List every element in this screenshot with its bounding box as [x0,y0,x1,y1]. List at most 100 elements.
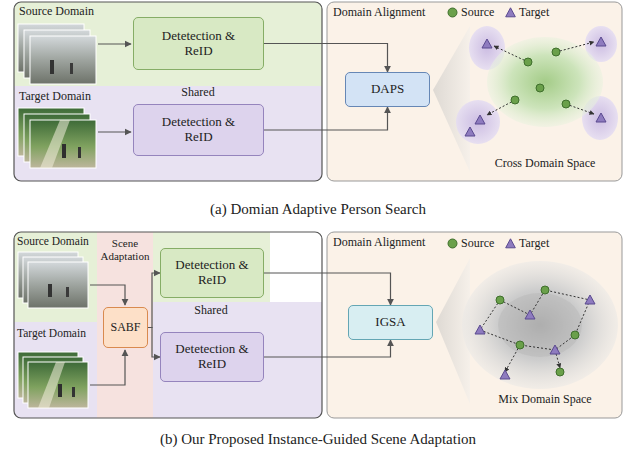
projection-funnel [433,26,470,172]
cross-domain-scatter [524,58,532,66]
input-arrow [90,285,125,305]
target-photos [18,352,88,408]
alignment-panel-ground [327,232,622,418]
panel-background-a [14,86,322,181]
source-photos [70,63,73,74]
flow-arrow [148,328,160,358]
mix-domain-scatter [571,331,579,339]
legend-shape [506,8,516,17]
target-photos [38,362,65,408]
panel-background-b [97,232,153,418]
legend-shape [447,7,458,18]
flow-arrow [264,340,391,357]
cross-domain-scatter [456,26,618,144]
cross-domain-scatter [487,37,603,127]
region-title: Source Domain [17,235,97,248]
source-photos [48,284,52,297]
region-title: Source Domain [19,5,322,19]
target-photos [72,387,75,397]
alignment-panel-ground [327,2,622,181]
space-label: Cross Domain Space [493,157,598,171]
cross-domain-scatter [552,48,560,56]
cross-domain-scatter [465,127,475,136]
box-label: SABF [110,321,140,335]
cross-domain-scatter [596,37,606,46]
box-label: Detetection & ReID [170,258,254,288]
panel-background-b [153,302,322,418]
space-label: Mix Domain Space [496,393,593,407]
legend-entry: Source [447,237,494,251]
cross-domain-scatter [562,100,570,108]
panel-outline [14,2,322,181]
mix-domain-scatter [505,345,520,372]
cross-domain-scatter [494,46,528,62]
process-box: Detetection & ReID [160,248,264,298]
box-label: DAPS [371,82,404,97]
target-photos [30,120,96,168]
cross-domain-scatter [475,115,485,124]
mix-domain-scatter [498,293,582,357]
box-label: Detetection & ReID [157,29,241,59]
region-title: Scene Adaptation [98,237,152,262]
target-photos [78,147,81,158]
source-photos [18,252,88,308]
mix-domain-scatter [550,345,560,354]
region-title: Target Domain [17,327,97,340]
legend-shape [506,239,516,248]
mix-domain-scatter [496,296,504,304]
source-photos [66,287,69,297]
mix-domain-scatter [500,370,510,379]
mix-domain-scatter [585,295,595,304]
input-arrow [98,43,131,44]
mix-domain-scatter [462,261,618,389]
cross-domain-scatter [556,42,594,52]
domain-region: Source DomainDetetection & ReID [14,2,322,86]
flow-arrow [264,273,391,305]
input-arrow [98,131,131,132]
target-photos [28,362,88,408]
mix-domain-scatter [541,286,549,294]
cross-domain-scatter [536,84,544,92]
shared-label: Shared [192,304,229,318]
source-photos [30,36,96,84]
cross-domain-scatter [596,113,606,122]
mix-domain-scatter [516,341,524,349]
legend-shape [505,7,516,18]
domain-region: Source Domain [14,232,97,322]
mix-domain-scatter [462,261,618,389]
panel-background-b [14,232,322,418]
module-box: SABF [103,307,148,348]
legend-label: Source [461,6,494,20]
legend-label: Source [461,237,494,251]
cross-domain-scatter [482,39,492,48]
legend-entry: Target [505,6,549,20]
panel-background-b [14,322,97,418]
cross-domain-scatter [487,100,515,115]
mix-domain-scatter [525,310,535,319]
cross-domain-scatter [456,100,500,144]
mix-domain-scatter [475,325,485,334]
input-arrow [90,350,125,385]
legend-shape [448,8,457,17]
module-box: DAPS [345,72,430,107]
source-photos [50,60,54,74]
region-title: Target Domain [19,90,322,104]
legend-entry: Source [447,6,494,20]
legend-shape [447,238,458,249]
module-box: IGSA [348,305,433,340]
target-photos [40,120,70,168]
target-photos [62,144,66,158]
process-box: Detetection & ReID [133,104,264,156]
process-box: Detetection & ReID [160,332,264,382]
legend-entry: Target [505,237,549,251]
cross-domain-scatter [511,96,519,104]
domain-region: Target Domain [14,322,97,418]
legend-label: Target [519,6,549,20]
panel-background-a [14,2,322,181]
panel-background-b [153,232,270,302]
subfigure-caption: (b) Our Proposed Instance-Guided Scene A… [158,431,478,448]
legend-shape [505,238,516,249]
shared-label: Shared [179,86,216,100]
mix-domain-scatter [556,368,564,376]
